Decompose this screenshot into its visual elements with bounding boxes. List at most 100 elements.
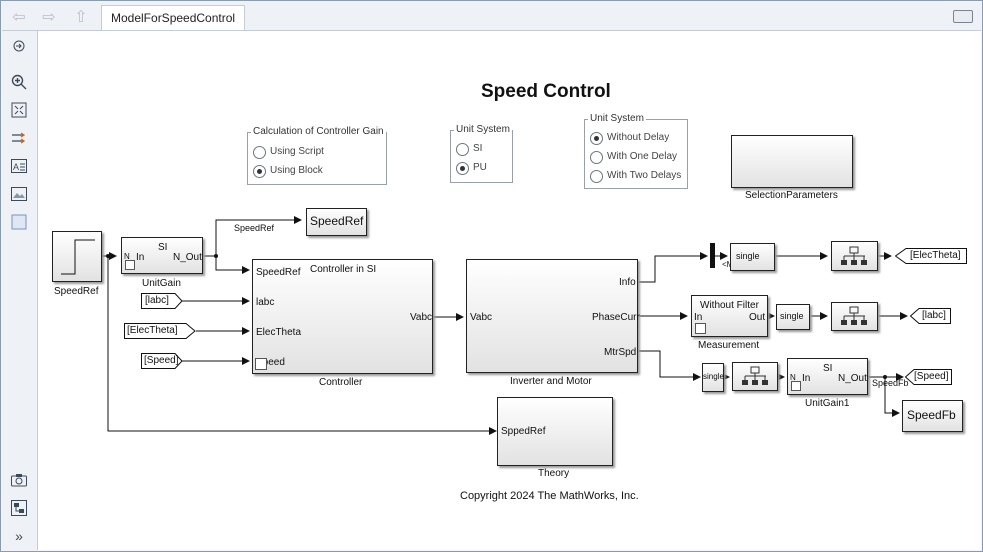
inverter-port-vabc: Vabc bbox=[470, 312, 493, 323]
theory-block[interactable]: SppedRef bbox=[497, 397, 613, 466]
selection-parameters-label: SelectionParameters bbox=[745, 190, 838, 201]
measurement-block[interactable]: Without Filter In Out bbox=[691, 295, 768, 337]
radio-without-delay[interactable] bbox=[590, 132, 603, 145]
radio-label-pu: PU bbox=[473, 162, 487, 173]
forward-arrow-icon[interactable]: ⇨ bbox=[42, 9, 56, 26]
radio-one-delay[interactable] bbox=[590, 151, 603, 164]
conversion-3-label: single bbox=[703, 372, 724, 381]
radio-label-si: SI bbox=[473, 143, 483, 154]
controller-port-speed: Speed bbox=[256, 357, 285, 368]
camera-icon[interactable] bbox=[10, 471, 28, 489]
keyboard-icon[interactable] bbox=[953, 10, 973, 23]
data-type-conversion-3[interactable]: single bbox=[702, 363, 724, 392]
conversion-2-label: single bbox=[780, 311, 804, 321]
hide-explorer-icon[interactable] bbox=[10, 37, 28, 55]
subsystem-icon bbox=[125, 260, 135, 270]
from-labc-label: [labc] bbox=[145, 295, 169, 306]
bus-selector-block[interactable] bbox=[710, 243, 715, 268]
model-title: Speed Control bbox=[481, 81, 611, 102]
speedfb-signal-label: SpeedFb bbox=[872, 378, 909, 388]
goto-labc-tag[interactable]: [labc] bbox=[910, 308, 951, 324]
goto-electheta-label: [ElecTheta] bbox=[910, 250, 961, 261]
expand-icon[interactable]: » bbox=[15, 528, 23, 544]
radio-si[interactable] bbox=[456, 143, 469, 156]
radio-label-without-delay: Without Delay bbox=[607, 132, 670, 143]
speedref-step-block[interactable] bbox=[52, 231, 102, 282]
unitgain-name: UnitGain bbox=[142, 278, 181, 289]
radio-label-using-script: Using Script bbox=[270, 146, 324, 157]
from-electheta-tag[interactable]: [ElecTheta] bbox=[124, 323, 196, 339]
controller-port-speedref: SpeedRef bbox=[256, 267, 301, 278]
inverter-port-phasecurr: PhaseCurr bbox=[592, 312, 640, 323]
speedref-signal-label: SpeedRef bbox=[234, 223, 275, 233]
signal-routing-icon[interactable] bbox=[10, 129, 28, 147]
unitgain-in-label: In bbox=[136, 252, 145, 263]
unitgain1-block[interactable]: SI N In N_Out bbox=[787, 358, 868, 395]
tab-model[interactable]: ModelForSpeedControl bbox=[101, 5, 246, 30]
measurement-name: Measurement bbox=[698, 340, 760, 351]
measurement-port-out: Out bbox=[749, 312, 766, 323]
inverter-motor-name: Inverter and Motor bbox=[510, 376, 592, 387]
controller-name: Controller bbox=[319, 377, 363, 388]
goto-speed-label: [Speed] bbox=[914, 371, 949, 382]
from-speed-tag[interactable]: [Speed] bbox=[141, 353, 183, 369]
from-labc-tag[interactable]: [labc] bbox=[141, 293, 183, 309]
unit-system-group: Unit System SI PU bbox=[450, 124, 513, 183]
tab-label: ModelForSpeedControl bbox=[111, 11, 236, 25]
unitgain1-name: UnitGain1 bbox=[805, 398, 850, 409]
inverter-port-mtrspd: MtrSpd bbox=[604, 347, 637, 358]
delay-block-1[interactable] bbox=[831, 241, 878, 271]
goto-speed-tag[interactable]: [Speed] bbox=[905, 369, 952, 385]
radio-label-two-delays: With Two Delays bbox=[607, 170, 682, 181]
controller-title: Controller in SI bbox=[310, 264, 377, 275]
delay-icon bbox=[841, 246, 867, 265]
theory-port-in: SppedRef bbox=[501, 426, 546, 437]
svg-text:A: A bbox=[13, 162, 19, 172]
fit-to-view-icon[interactable] bbox=[10, 101, 28, 119]
radio-using-block[interactable] bbox=[253, 165, 266, 178]
data-type-conversion-2[interactable]: single bbox=[776, 304, 810, 330]
unitgain1-port-n: N bbox=[790, 373, 796, 382]
unitgain-out-label: N_Out bbox=[173, 252, 202, 263]
measurement-title: Without Filter bbox=[700, 300, 759, 311]
inverter-motor-block[interactable]: Vabc Info PhaseCurr MtrSpd bbox=[466, 259, 640, 373]
gain-group-title: Calculation of Controller Gain bbox=[251, 126, 386, 137]
unitgain1-in-label: In bbox=[802, 373, 811, 384]
annotation-icon[interactable]: A bbox=[10, 157, 28, 175]
radio-pu[interactable] bbox=[456, 162, 469, 175]
speedref-goto-label: SpeedRef bbox=[310, 214, 364, 228]
delay-block-2[interactable] bbox=[831, 302, 878, 331]
delay-block-3[interactable] bbox=[732, 362, 778, 391]
delay-group-title: Unit System bbox=[588, 113, 646, 124]
signal-lines bbox=[102, 216, 908, 435]
subsystem-icon bbox=[791, 381, 801, 391]
delay-icon bbox=[742, 366, 768, 385]
radio-label-one-delay: With One Delay bbox=[607, 151, 678, 162]
unitgain-top-label: SI bbox=[158, 242, 168, 253]
back-arrow-icon[interactable]: ⇦ bbox=[12, 9, 26, 26]
zoom-in-icon[interactable] bbox=[10, 73, 28, 91]
subsystem-icon bbox=[255, 358, 267, 370]
inverter-port-info: Info bbox=[619, 277, 636, 288]
unitgain-block[interactable]: SI N In N_Out bbox=[121, 237, 203, 274]
radio-using-script[interactable] bbox=[253, 146, 266, 159]
radio-two-delays[interactable] bbox=[590, 170, 603, 183]
selection-parameters-block[interactable] bbox=[731, 135, 853, 188]
up-arrow-icon[interactable]: ⇧ bbox=[74, 9, 88, 26]
area-icon[interactable] bbox=[10, 213, 28, 231]
model-canvas[interactable]: Speed Control Copyright 2024 The MathWor… bbox=[38, 31, 981, 550]
speedref-goto-block[interactable]: SpeedRef bbox=[306, 208, 367, 236]
data-type-conversion-1[interactable]: single bbox=[730, 243, 775, 271]
goto-electheta-tag[interactable]: [ElecTheta] bbox=[895, 248, 967, 264]
model-browser-icon[interactable] bbox=[10, 499, 28, 517]
unitgain1-out-label: N_Out bbox=[838, 373, 867, 384]
theory-name: Theory bbox=[538, 468, 570, 479]
delay-icon bbox=[841, 306, 867, 325]
controller-block[interactable]: Controller in SI SpeedRef labc ElecTheta… bbox=[252, 259, 433, 374]
from-speed-label: [Speed] bbox=[144, 355, 179, 366]
image-icon[interactable] bbox=[10, 185, 28, 203]
speedfb-goto-block[interactable]: SpeedFb bbox=[902, 400, 963, 432]
speedfb-goto-label: SpeedFb bbox=[907, 408, 956, 422]
left-toolbar: A » bbox=[2, 31, 38, 550]
